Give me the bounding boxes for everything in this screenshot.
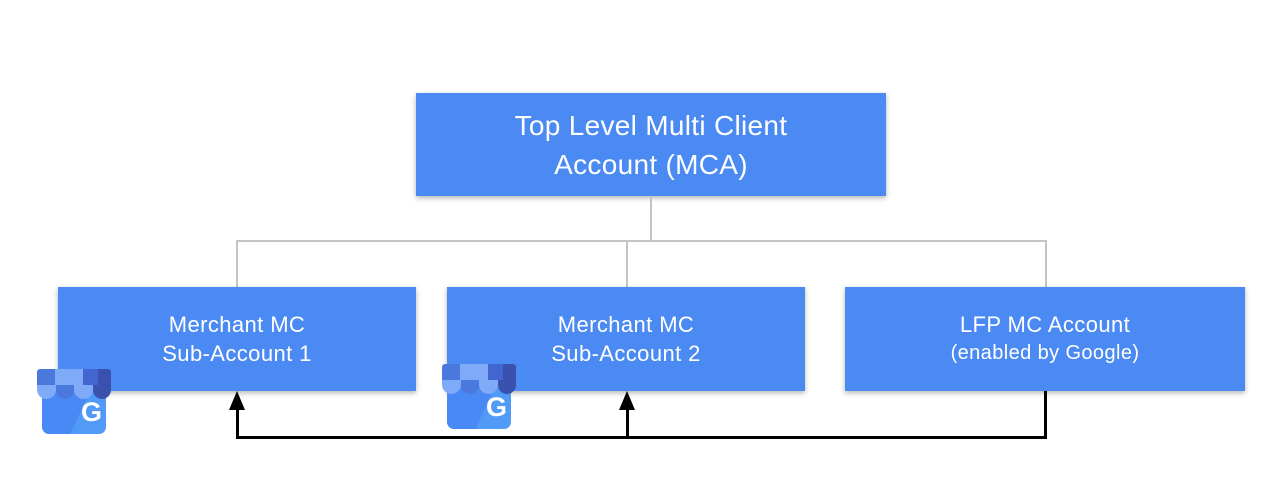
tree-connector-rail [236,240,1047,242]
sub-account-2-label-line2: Sub-Account 2 [551,341,701,366]
google-business-icon: G [37,369,111,434]
top-level-mca-box: Top Level Multi Client Account (MCA) [416,93,886,196]
google-g-letter: G [485,392,507,422]
arrow-line-to-sub2 [626,407,629,438]
lfp-account-label-line1: LFP MC Account [959,312,1131,337]
top-level-mca-label-line2: Account (MCA) [554,148,748,180]
arrow-line-from-lfp [1044,391,1047,439]
sub-account-1-label-line2: Sub-Account 1 [162,341,312,366]
merchant-sub-account-1-box: Merchant MC Sub-Account 1 [58,287,416,391]
arrowhead-up-sub1-icon [229,391,245,410]
arrowhead-up-sub2-icon [619,391,635,410]
lfp-mc-account-box: LFP MC Account (enabled by Google) [845,287,1245,391]
tree-connector-root-stem [650,196,652,241]
tree-connector-drop-sub1 [236,242,238,287]
tree-connector-drop-lfp [1045,242,1047,287]
storefront-awning-scallops [442,380,516,394]
arrow-line-rail [236,436,1047,439]
google-business-icon: G [442,364,516,429]
storefront-awning-top [37,369,111,385]
google-g-letter: G [80,397,102,427]
sub-account-1-label-line1: Merchant MC [168,312,306,337]
tree-connector-drop-sub2 [626,242,628,287]
storefront-awning-scallops [37,385,111,399]
arrow-line-to-sub1 [236,407,239,438]
lfp-account-label-line2: (enabled by Google) [950,342,1140,364]
sub-account-2-label-line1: Merchant MC [557,312,695,337]
top-level-mca-label-line1: Top Level Multi Client [514,109,788,141]
storefront-awning-top [442,364,516,380]
